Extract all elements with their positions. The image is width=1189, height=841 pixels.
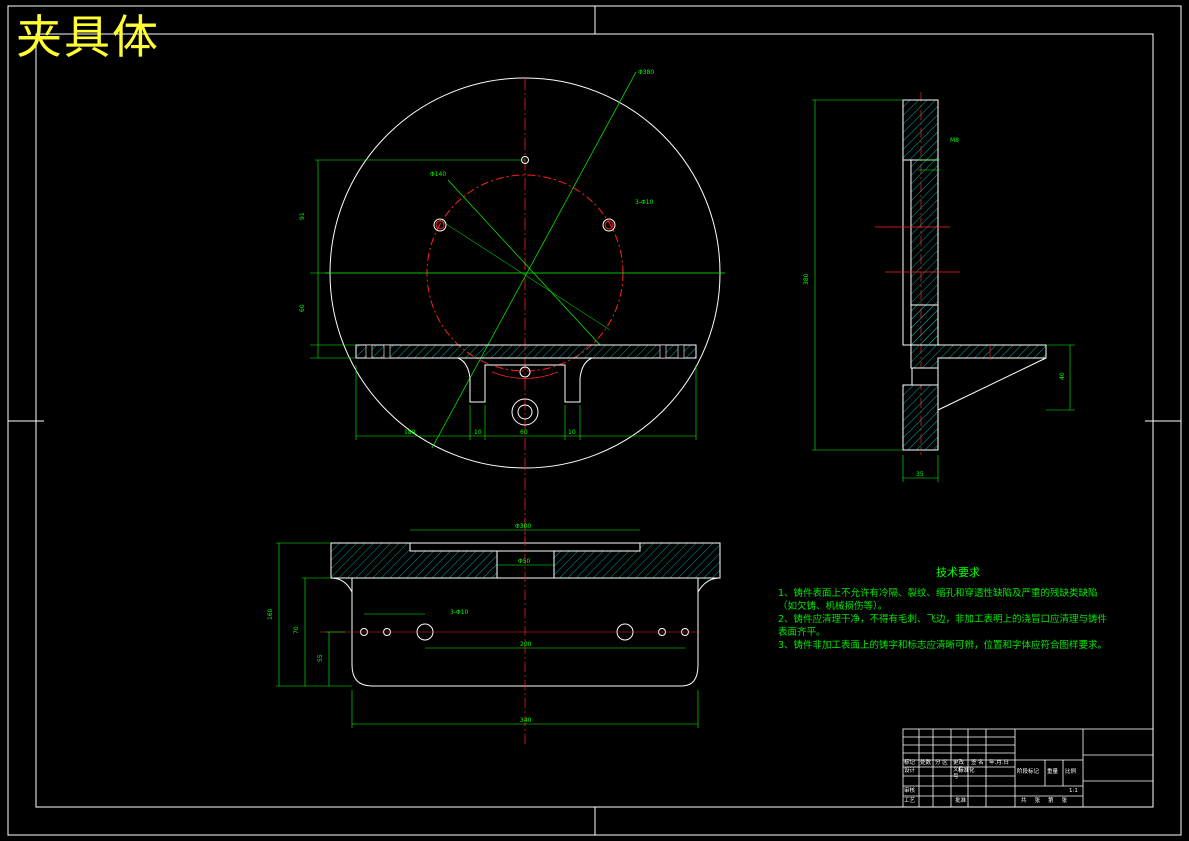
tb-ratio: 比例 [1065,769,1077,775]
svg-text:60: 60 [299,304,306,312]
tb-sheet-3: 第 [1048,798,1054,804]
title-block-text: 标记 处数 分 区 更改文件号 签 名 年.月.日 设计 标准化 审核 工艺 批… [903,729,1153,807]
technical-requirements: 技术要求 1、铸件表面上不允许有冷隔、裂纹、缩孔和穿透性缺陷及严重的残缺类缺陷 … [778,566,1138,652]
tb-weight: 重量 [1047,769,1059,775]
svg-text:3-Φ10: 3-Φ10 [635,199,654,206]
tech-line-4: 表面齐平。 [778,627,826,638]
tb-std: 标准化 [958,768,975,774]
tb-design: 设计 [904,768,916,774]
svg-text:Φ380: Φ380 [638,69,654,76]
tb-sheet-2: 张 [1034,798,1041,804]
svg-text:Φ300: Φ300 [515,523,531,530]
svg-text:91: 91 [299,212,306,220]
svg-text:340: 340 [520,717,532,724]
tb-process: 工艺 [904,798,916,804]
svg-text:3-Φ10: 3-Φ10 [450,609,469,616]
svg-text:55: 55 [317,654,324,662]
tb-sheet-4: 张 [1061,798,1068,804]
title-block [902,728,1154,808]
tb-doc: 更改文件号 [953,760,965,780]
side-view: 380 35 40 M8 [803,92,1075,482]
svg-text:60: 60 [520,429,528,436]
svg-text:35: 35 [916,471,924,478]
svg-text:160: 160 [267,608,274,620]
tb-date: 年.月.日 [989,760,1009,766]
svg-text:Φ50: Φ50 [518,558,531,565]
svg-text:180: 180 [404,429,416,436]
svg-text:200: 200 [520,641,532,648]
svg-text:40: 40 [1059,372,1066,380]
svg-text:380: 380 [803,273,810,285]
tb-sign: 签 名 [971,760,984,766]
svg-text:70: 70 [293,626,300,634]
svg-text:Φ140: Φ140 [430,171,446,178]
tb-sheet-1: 共 [1021,798,1027,804]
top-view: 91 60 180 10 60 10 Φ380 Φ140 3-Φ10 [299,69,725,555]
tb-zone: 分 区 [935,760,948,766]
tech-line-5: 3、铸件非加工表面上的铸字和标志应清晰可辨，位置和字体应符合图样要求。 [778,640,1108,651]
svg-text:10: 10 [568,429,576,436]
tech-line-1: 1、铸件表面上不允许有冷隔、裂纹、缩孔和穿透性缺陷及严重的残缺类缺陷 [778,588,1098,599]
tb-mark: 标记 [904,760,916,766]
svg-text:M8: M8 [950,137,959,144]
tech-heading: 技术要求 [936,566,980,579]
tb-count: 处数 [920,760,932,766]
tech-line-2: （如欠铸、机械损伤等）。 [778,601,888,612]
front-view: 160 70 55 340 200 Φ300 Φ50 3-Φ10 [267,518,721,745]
tech-line-3: 2、铸件应清理干净，不得有毛刺、飞边，非加工表明上的浇冒口应清理与铸件 [778,614,1108,625]
svg-text:10: 10 [474,429,482,436]
tb-review: 审核 [904,788,916,794]
tb-approve: 批准 [955,798,967,804]
tb-stage: 阶段标记 [1017,769,1040,775]
sheet-border [7,5,1182,836]
tb-scale: 1:1 [1069,788,1078,794]
drawing-title: 夹具体 [16,10,160,64]
